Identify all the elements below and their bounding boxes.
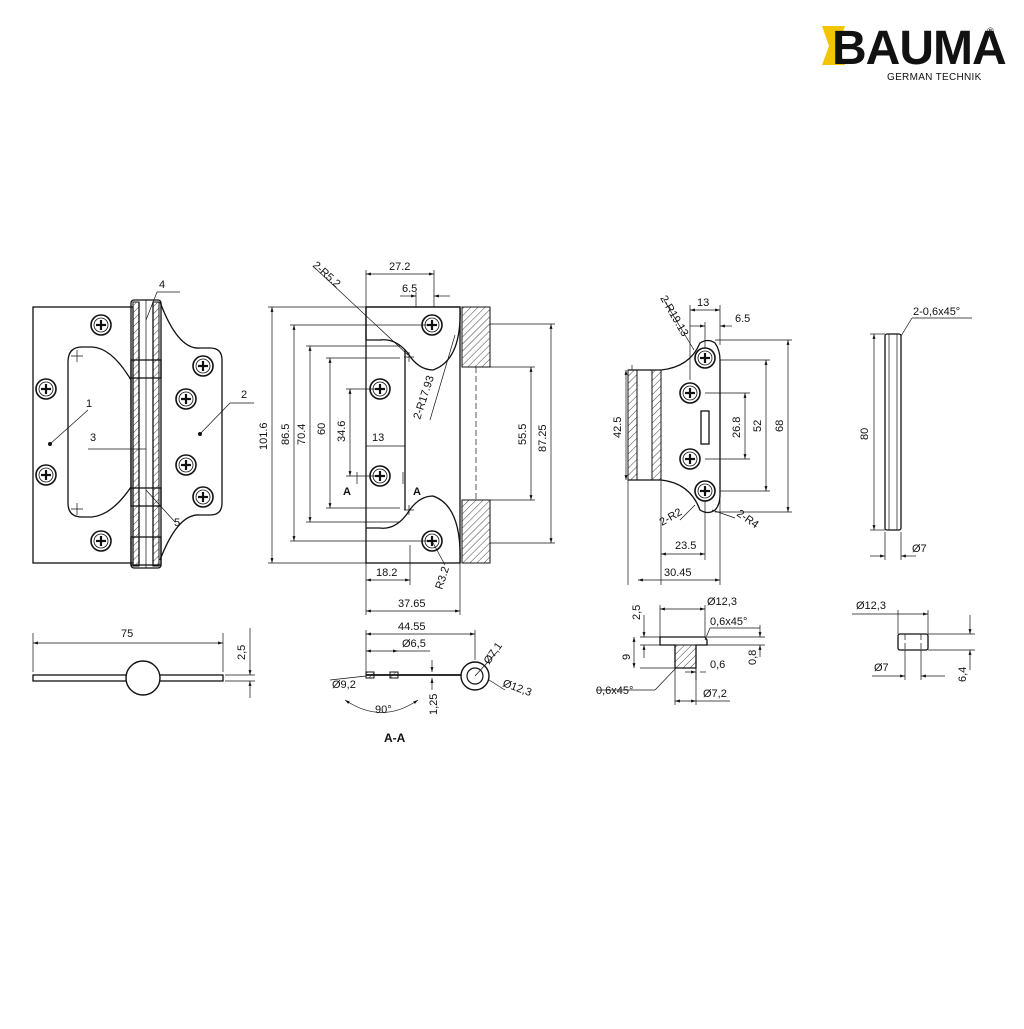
section-title-a-a: A-A [384, 731, 406, 745]
front-bottom-view: 75 2,5 [32, 628, 255, 698]
dim-d12-3-bushing: Ø12,3 [707, 596, 737, 608]
dim-2-5-front: 2,5 [236, 645, 248, 660]
dim-chamfer-bottom: 0,6x45° [596, 685, 633, 697]
callout-3: 3 [90, 432, 96, 444]
profile-view: 101.6 86.5 70.4 60 34.6 55.5 87.25 27.2 [258, 259, 555, 615]
logo-tagline: GERMAN TECHNIK [887, 72, 982, 83]
dim-42-5: 42.5 [612, 417, 624, 438]
section-a-a: 44.55 Ø6,5 Ø7,1 Ø9,2 Ø12,3 90° 1,25 A-A [329, 621, 533, 745]
dim-26-8: 26.8 [731, 417, 743, 438]
dim-101-6: 101.6 [258, 422, 270, 450]
pin-view: 80 2-0,6x45° Ø7 [859, 306, 972, 560]
dim-d6-5: Ø6,5 [402, 638, 426, 650]
dim-75: 75 [121, 628, 133, 640]
dim-1-25: 1,25 [428, 694, 440, 715]
dim-pin-chamfer: 2-0,6x45° [913, 306, 960, 318]
logo-accent-shape [822, 26, 845, 65]
logo-text: BAUMA [832, 22, 1006, 75]
callout-2: 2 [241, 389, 247, 401]
dim-d9-2: Ø9,2 [332, 679, 356, 691]
dim-34-6: 34.6 [336, 421, 348, 442]
radius-2-r5-2: 2-R5.2 [310, 259, 343, 290]
registered-mark: ® [987, 26, 994, 36]
dim-52: 52 [752, 420, 764, 432]
dim-6-4: 6,4 [957, 667, 969, 682]
radius-2-r2: 2-R2 [658, 506, 685, 528]
dim-90-deg: 90° [375, 704, 392, 716]
dim-d12-3-cap: Ø12,3 [856, 600, 886, 612]
dim-27-2: 27.2 [389, 261, 410, 273]
dim-87-25: 87.25 [537, 424, 549, 452]
dim-d7-cap: Ø7 [874, 662, 889, 674]
dim-d12-3: Ø12,3 [501, 678, 533, 700]
dim-86-5: 86.5 [280, 424, 292, 445]
section-mark-a-left: A [343, 486, 351, 498]
radius-2-r17-93: 2-R17.93 [411, 374, 436, 421]
cap-view: Ø12,3 Ø7 6,4 [852, 600, 975, 682]
radius-r3-2: R3.2 [433, 565, 452, 591]
dim-13-plate: 13 [697, 297, 709, 309]
section-mark-a-right: A [413, 486, 421, 498]
dim-d7-2: Ø7,2 [703, 688, 727, 700]
dim-44-55: 44.55 [398, 621, 426, 633]
dim-80: 80 [859, 428, 871, 440]
dim-23-5: 23.5 [675, 540, 696, 552]
radius-2-r19-13: 2-R19.13 [657, 294, 690, 339]
bushing-view: 2,5 9 Ø12,3 0,6x45° 0,8 0,6 0,6x45° Ø7,2 [596, 596, 765, 705]
dim-55-5: 55.5 [517, 424, 529, 445]
dim-0-8: 0,8 [747, 650, 759, 665]
callout-1: 1 [86, 398, 92, 410]
callout-5: 5 [174, 517, 180, 529]
dim-18-2: 18.2 [376, 567, 397, 579]
dim-68: 68 [774, 420, 786, 432]
dim-2-5-bushing: 2,5 [631, 605, 643, 620]
dim-6-5-profile: 6.5 [402, 283, 417, 295]
dim-70-4: 70.4 [296, 424, 308, 445]
brand-logo: BAUMA ® GERMAN TECHNIK [822, 22, 1007, 83]
dim-13-profile: 13 [372, 432, 384, 444]
callout-4: 4 [159, 279, 165, 291]
dim-chamfer-top: 0,6x45° [710, 616, 747, 628]
front-view: 4 1 3 2 5 [32, 279, 254, 569]
dim-37-65: 37.65 [398, 598, 426, 610]
dim-d7-1: Ø7,1 [482, 640, 506, 666]
plate-view: 42.5 26.8 52 68 13 6.5 2-R19.13 2-R2 2-R… [612, 294, 792, 585]
dim-d7-pin: Ø7 [912, 543, 927, 555]
dim-0-6: 0,6 [710, 659, 725, 671]
dim-30-45: 30.45 [664, 567, 692, 579]
dim-6-5-plate: 6.5 [735, 313, 750, 325]
dim-9: 9 [621, 654, 633, 660]
radius-2-r4: 2-R4 [734, 508, 760, 532]
dim-60: 60 [316, 423, 328, 435]
